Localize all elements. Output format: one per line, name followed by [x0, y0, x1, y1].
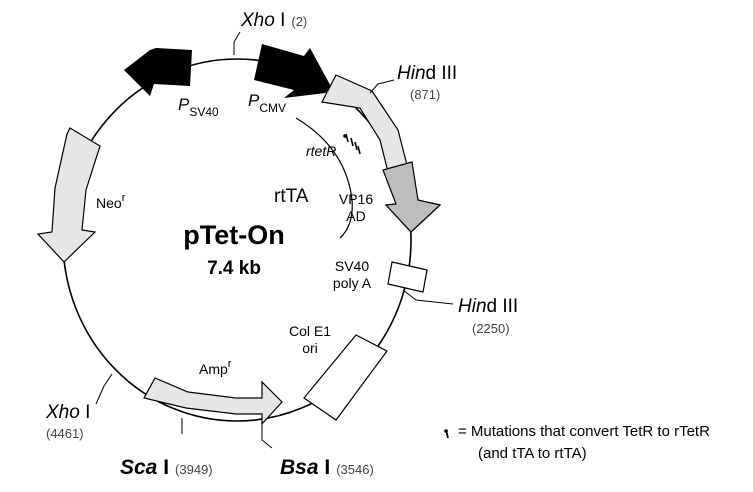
bsa1-leader: [261, 424, 273, 449]
xho1-left-pos: (4461): [46, 426, 84, 441]
hind3-top-pos: (871): [410, 87, 440, 102]
hind3-right-leader: [402, 289, 454, 305]
sv40-polya-box: [387, 261, 428, 293]
pcmv-promoter-arrow: [254, 44, 334, 98]
sv40-polya-label-2: poly A: [333, 275, 372, 291]
xho1-top-leader: [233, 31, 241, 55]
vp16-ad-segment: [382, 161, 442, 233]
plasmid-name: pTet-On: [183, 220, 284, 250]
legend-line1: = Mutations that convert TetR to rTetR: [458, 423, 710, 440]
bsa1-label: Bsa I(3546): [280, 456, 374, 479]
vp16-label-2: AD: [346, 208, 365, 224]
psv40-label: PSV40: [178, 95, 219, 119]
xho1-top-label: Xho I(2): [240, 10, 307, 31]
cole1-ori-box: [303, 334, 388, 421]
hind3-right-pos: (2250): [472, 321, 510, 336]
mutation-marks: [343, 133, 361, 155]
plasmid-size: 7.4 kb: [207, 258, 261, 279]
legend: = Mutations that convert TetR to rTetR (…: [444, 423, 710, 462]
cole1-label-1: Col E1: [289, 323, 331, 339]
hind3-top-label: Hind III: [397, 63, 457, 84]
amp-label: Ampr: [199, 358, 232, 377]
legend-line2: (and tTA to rtTA): [478, 445, 587, 462]
sv40-polya-label-1: SV40: [335, 258, 369, 274]
cole1-label-2: ori: [302, 340, 318, 356]
rtta-label: rtTA: [274, 186, 309, 207]
amp-gene-arrow: [143, 377, 283, 426]
rtetr-label: rtetR: [306, 143, 336, 159]
neo-label: Neor: [96, 192, 126, 211]
rtta-inner-arc: [295, 117, 353, 239]
hind3-right-label: Hind III: [458, 296, 518, 317]
psv40-promoter-arrow: [124, 48, 192, 96]
xho1-left-label: Xho I: [45, 402, 90, 423]
hind3-top-leader: [369, 79, 395, 94]
vp16-label-1: VP16: [339, 191, 373, 207]
pcmv-label: PCMV: [248, 91, 286, 115]
neo-gene-arrow: [36, 127, 101, 263]
sca1-label: Sca I(3949): [120, 456, 213, 479]
xho1-left-leader: [95, 373, 113, 405]
